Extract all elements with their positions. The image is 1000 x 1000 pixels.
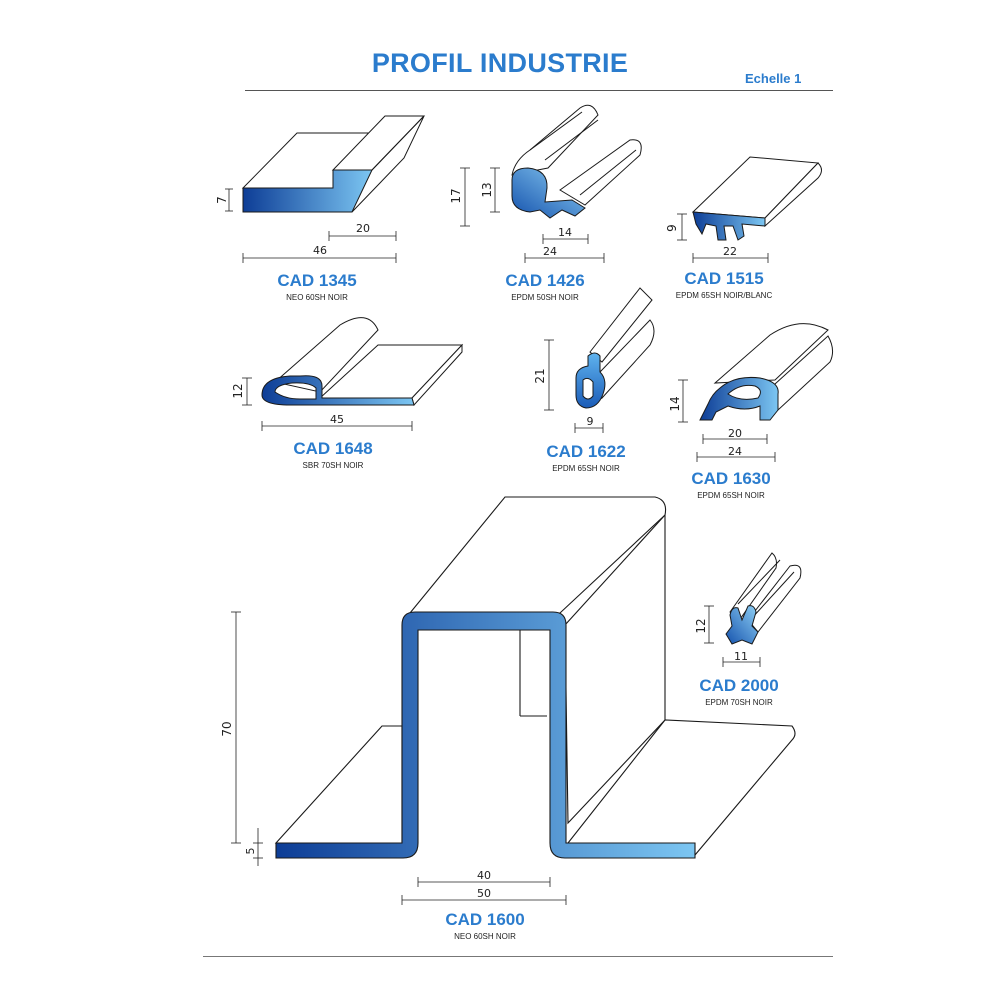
cad-1600-dimensions — [231, 611, 567, 905]
cad-1600-dim-thickness: 5 — [244, 848, 257, 855]
profile-cad-1630-drawing — [699, 323, 834, 421]
cad-1648-dim-height: 12 — [231, 383, 245, 398]
cad-1648-dim-width: 45 — [330, 413, 344, 426]
footer-divider — [203, 956, 833, 957]
cad-1630-dimensions — [678, 379, 776, 462]
cad-1630-dim-height: 14 — [668, 396, 682, 411]
profile-cad-1648-drawing — [261, 317, 464, 407]
cad-1648-material: SBR 70SH NOIR — [302, 461, 364, 470]
cad-1648-section — [261, 375, 415, 406]
cad-1515-material: EPDM 65SH NOIR/BLANC — [675, 291, 773, 300]
cad-1648-code: CAD 1648 — [293, 439, 373, 458]
cad-1426-dim-clip: 14 — [558, 226, 572, 239]
cad-1630-material: EPDM 65SH NOIR — [697, 491, 765, 500]
cad-1630-section — [699, 377, 779, 421]
profile-cad-1515-drawing — [691, 156, 822, 241]
cad-1345-dim-lip: 20 — [356, 222, 370, 235]
cad-1426-material: EPDM 50SH NOIR — [511, 293, 579, 302]
scale-label: Echelle 1 — [745, 71, 802, 86]
cad-1426-dim-height-total: 17 — [449, 188, 463, 203]
cad-1515-code: CAD 1515 — [684, 269, 764, 288]
cad-1426-code: CAD 1426 — [505, 271, 585, 290]
cad-1600-dim-width: 50 — [477, 887, 491, 900]
cad-1515-section — [692, 211, 766, 241]
header-divider — [245, 90, 833, 91]
cad-1622-dim-height: 21 — [533, 368, 547, 383]
cad-2000-dim-width: 11 — [734, 650, 748, 663]
cad-1345-code: CAD 1345 — [277, 271, 357, 290]
cad-1345-dimensions — [225, 188, 397, 263]
cad-1345-material: NEO 60SH NOIR — [286, 293, 348, 302]
cad-2000-material: EPDM 70SH NOIR — [705, 698, 773, 707]
cad-1622-code: CAD 1622 — [546, 442, 626, 461]
cad-1622-dim-width: 9 — [587, 415, 594, 428]
cad-1426-dim-height-bulb: 13 — [480, 182, 494, 197]
cad-1622-material: EPDM 65SH NOIR — [552, 464, 620, 473]
cad-1600-material: NEO 60SH NOIR — [454, 932, 516, 941]
cad-2000-code: CAD 2000 — [699, 676, 779, 695]
cad-1345-dim-width: 46 — [313, 244, 327, 257]
cad-2000-section — [725, 605, 759, 645]
cad-1426-section — [511, 167, 586, 219]
cad-2000-dimensions — [704, 605, 761, 667]
profile-cad-1622-drawing — [575, 287, 655, 409]
cad-2000-dim-height: 12 — [694, 618, 708, 633]
page-title: PROFIL INDUSTRIE — [371, 48, 629, 78]
cad-1630-dim-width: 24 — [728, 445, 742, 458]
cad-1630-code: CAD 1630 — [691, 469, 771, 488]
cad-1600-dim-height: 70 — [220, 721, 234, 736]
cad-1600-code: CAD 1600 — [445, 910, 525, 929]
cad-1345-dim-height: 7 — [215, 196, 229, 204]
cad-1426-dimensions — [460, 167, 605, 263]
cad-1426-dim-width: 24 — [543, 245, 557, 258]
cad-1622-section — [575, 352, 606, 409]
profile-cad-1600-drawing — [274, 496, 796, 859]
profile-cad-1345-drawing — [241, 115, 426, 213]
cad-1622-dimensions — [544, 339, 604, 433]
cad-1648-dimensions — [242, 377, 413, 431]
cad-1515-dim-width: 22 — [723, 245, 737, 258]
cad-1600-dim-inner: 40 — [477, 869, 491, 882]
cad-1630-dim-inner: 20 — [728, 427, 742, 440]
profile-cad-1426-drawing — [511, 104, 642, 219]
cad-1515-dimensions — [677, 213, 769, 263]
profile-cad-2000-drawing — [725, 552, 802, 645]
cad-1600-section — [275, 611, 696, 859]
cad-1515-dim-height: 9 — [665, 224, 679, 232]
